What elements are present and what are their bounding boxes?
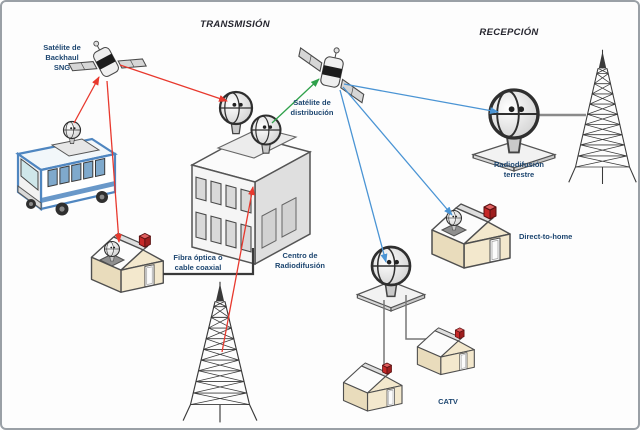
terrestrial-label-line1: Radiodifusión	[494, 160, 544, 169]
fiber-cable-label: Fibra óptica o cable coaxial	[173, 253, 222, 273]
catv-cable-right	[405, 295, 428, 340]
uplink-roof-dish-icon	[218, 90, 254, 135]
reception-broadcast-tower	[568, 49, 637, 185]
backhaul-satellite-label: Satélite de Backhaul SNG	[43, 43, 81, 73]
fiber-coax-cable	[163, 248, 255, 276]
fiber-label-line2: cable coaxial	[174, 262, 222, 272]
distribution-label-line2: distribución	[290, 107, 334, 117]
link-bus-to-backhaul-sat	[73, 76, 100, 124]
building-side-doors	[261, 196, 297, 249]
downlink-blue-links	[339, 83, 499, 263]
catv-house-right	[416, 327, 475, 376]
bus-windows	[47, 157, 106, 188]
distribution-satellite-label: Satélite de distribución	[291, 98, 334, 118]
uplink-red-links	[73, 64, 255, 353]
backhaul-label-line2: Backhaul	[45, 52, 79, 62]
center-label-line2: Radiodifusión	[275, 260, 325, 270]
backhaul-label-line3: SNG	[53, 62, 71, 72]
catv-headend-dish	[356, 245, 426, 312]
catv-house-left	[342, 362, 403, 412]
link-backhaul-sat-to-house	[106, 80, 122, 243]
link-backhaul-sat-to-center	[119, 64, 228, 102]
backhaul-label-line1: Satélite de	[43, 43, 81, 52]
sng-bus	[15, 120, 118, 216]
terrestrial-reception-dish	[472, 88, 556, 173]
fiber-label-line1: Fibra óptica o	[173, 253, 223, 262]
bus-wheels	[26, 191, 108, 216]
broadcast-center-building	[189, 90, 313, 266]
dth-label: Direct-to-home	[519, 232, 573, 241]
reception-section-title: RECEPCIÓN	[479, 27, 539, 38]
building-windows	[195, 176, 252, 253]
center-label-line1: Centro de	[282, 251, 318, 260]
terrestrial-label-line2: terrestre	[503, 169, 535, 179]
bus-windshield	[20, 157, 39, 192]
link-tower-to-center	[221, 186, 255, 353]
link-sat-to-terrestrial	[343, 83, 499, 115]
link-center-to-distribution-sat	[271, 78, 320, 124]
terrestrial-broadcast-label: Radiodifusión terrestre	[494, 160, 544, 180]
link-sat-to-catv	[339, 89, 388, 263]
dth-subscriber-house	[431, 203, 511, 269]
transmission-section-title: TRANSMISIÓN	[200, 19, 270, 30]
transmission-broadcast-tower	[182, 281, 258, 424]
broadcast-center-label: Centro de Radiodifusión	[275, 251, 325, 271]
fiber-subscriber-house	[90, 232, 164, 293]
link-sat-to-dth	[342, 86, 453, 216]
distribution-label-line1: Satélite de	[293, 98, 331, 107]
catv-label: CATV	[438, 397, 458, 406]
